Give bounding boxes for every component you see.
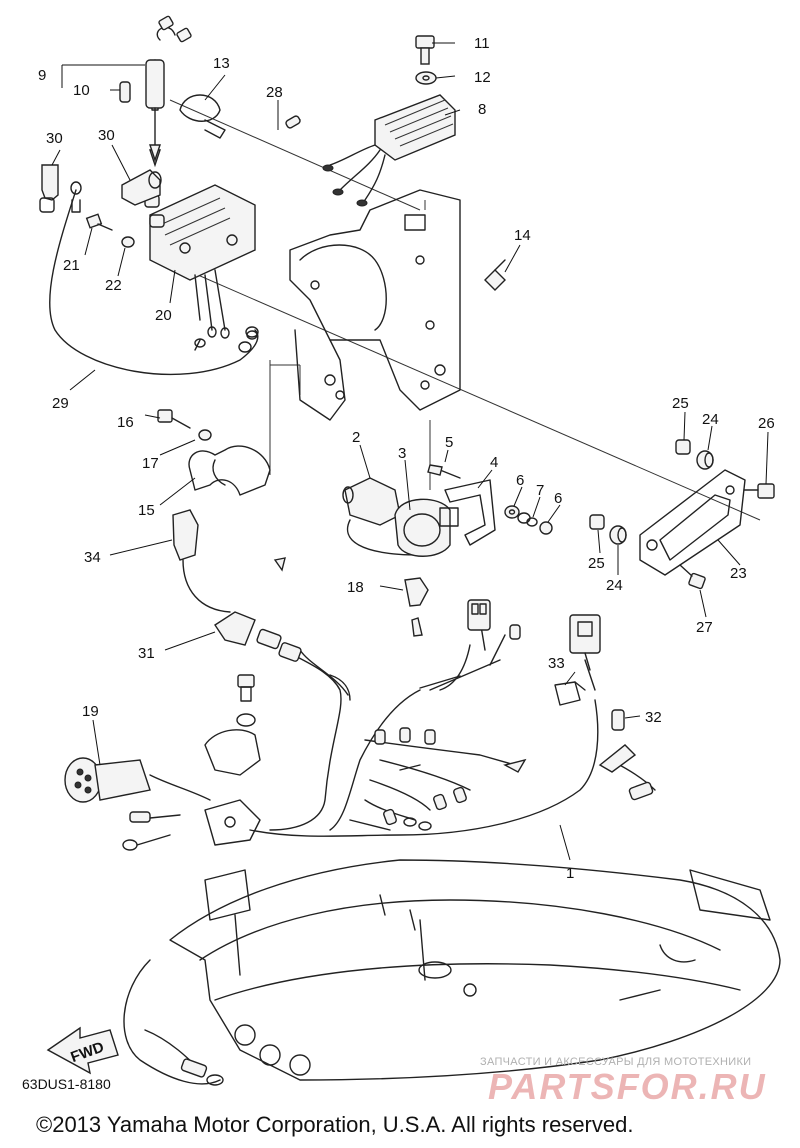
callout-6-upper: 6 bbox=[516, 472, 524, 489]
exploded-parts-diagram: FWD bbox=[38, 15, 781, 1086]
cap-34 bbox=[172, 509, 231, 613]
callout-28: 28 bbox=[266, 84, 283, 101]
lead-wire-29 bbox=[49, 181, 259, 376]
bolt-21 bbox=[85, 213, 113, 231]
bolt-27 bbox=[679, 564, 706, 590]
callout-33: 33 bbox=[548, 655, 565, 672]
callout-23: 23 bbox=[730, 565, 747, 582]
callout-34: 34 bbox=[84, 549, 101, 566]
callout-numbers: 11 12 8 9 10 13 28 30 30 21 22 20 29 14 … bbox=[38, 35, 775, 882]
callout-30-right: 30 bbox=[98, 127, 115, 144]
callout-4: 4 bbox=[490, 454, 498, 471]
callout-24-upper: 24 bbox=[702, 411, 719, 428]
callout-5: 5 bbox=[445, 434, 453, 451]
callout-17: 17 bbox=[142, 455, 159, 472]
cap-30-left bbox=[39, 164, 59, 213]
washer-22 bbox=[121, 236, 135, 248]
wire-harness-1 bbox=[249, 619, 656, 837]
diagram-code: 63DUS1-8180 bbox=[22, 1076, 111, 1092]
callout-1: 1 bbox=[566, 865, 574, 882]
connector-assembly-9 bbox=[119, 15, 192, 168]
cap-32 bbox=[611, 709, 625, 731]
grommet-24-upper bbox=[696, 450, 714, 470]
screw-14 bbox=[484, 259, 506, 291]
callout-13: 13 bbox=[213, 55, 230, 72]
terminals bbox=[122, 144, 654, 851]
callout-9: 9 bbox=[38, 67, 46, 84]
reference-lines bbox=[169, 99, 761, 521]
main-plug-19 bbox=[64, 757, 211, 803]
cap-30-right bbox=[121, 169, 162, 206]
screw-5 bbox=[427, 464, 461, 479]
watermark-site: PARTSFOR.RU bbox=[488, 1066, 767, 1107]
callout-8: 8 bbox=[478, 101, 486, 118]
callout-25-upper: 25 bbox=[672, 395, 689, 412]
callout-24-lower: 24 bbox=[606, 577, 623, 594]
callout-7: 7 bbox=[536, 482, 544, 499]
bottom-cowling bbox=[123, 859, 781, 1086]
clamp-15 bbox=[188, 445, 271, 496]
cdi-unit-20 bbox=[144, 184, 258, 353]
bolt-16 bbox=[157, 409, 191, 429]
bracket-23 bbox=[639, 469, 746, 576]
switch-bracket bbox=[204, 674, 261, 846]
harness-connector-a bbox=[467, 599, 491, 631]
callout-16: 16 bbox=[117, 414, 134, 431]
mounting-plate bbox=[289, 189, 461, 421]
callout-21: 21 bbox=[63, 257, 80, 274]
callout-15: 15 bbox=[138, 502, 155, 519]
grommet-24-lower bbox=[609, 525, 627, 545]
callout-3: 3 bbox=[398, 445, 406, 462]
washer-6b bbox=[517, 512, 531, 524]
washer-12 bbox=[415, 71, 437, 85]
switch-3 bbox=[394, 498, 459, 557]
callout-26: 26 bbox=[758, 415, 775, 432]
callout-29: 29 bbox=[52, 395, 69, 412]
connector-31 bbox=[214, 611, 256, 646]
callout-12: 12 bbox=[474, 69, 491, 86]
leader-lines bbox=[51, 42, 769, 861]
copyright-notice: ©2013 Yamaha Motor Corporation, U.S.A. A… bbox=[36, 1112, 634, 1137]
callout-31: 31 bbox=[138, 645, 155, 662]
callout-6-lower: 6 bbox=[554, 490, 562, 507]
callout-32: 32 bbox=[645, 709, 662, 726]
nut-6-lower bbox=[539, 521, 553, 535]
lead-28 bbox=[285, 115, 301, 129]
callout-19: 19 bbox=[82, 703, 99, 720]
rectifier-regulator-8 bbox=[322, 94, 456, 207]
callout-14: 14 bbox=[514, 227, 531, 244]
callout-20: 20 bbox=[155, 307, 172, 324]
bolt-26 bbox=[743, 483, 775, 499]
callout-30-left: 30 bbox=[46, 130, 63, 147]
callout-10: 10 bbox=[73, 82, 90, 99]
callout-11: 11 bbox=[474, 35, 490, 52]
callout-27: 27 bbox=[696, 619, 713, 636]
harness-connector-c bbox=[256, 628, 302, 662]
harness-connector-b bbox=[569, 614, 601, 671]
watermark-tagline: ЗАПЧАСТИ И АКСЕССУАРЫ ДЛЯ МОТОТЕХНИКИ bbox=[480, 1056, 752, 1068]
collar-25-lower bbox=[589, 514, 605, 530]
callout-2: 2 bbox=[352, 429, 360, 446]
nut-6-upper bbox=[504, 505, 520, 519]
collar-25-upper bbox=[675, 439, 691, 455]
washer-17 bbox=[198, 429, 212, 441]
callout-22: 22 bbox=[105, 277, 122, 294]
clamp-13 bbox=[179, 94, 226, 139]
bracket-4 bbox=[444, 479, 496, 546]
bolt-11 bbox=[415, 35, 435, 65]
callout-25-lower: 25 bbox=[588, 555, 605, 572]
clip-33 bbox=[554, 681, 586, 706]
fwd-arrow: FWD bbox=[46, 1026, 119, 1075]
callout-18: 18 bbox=[347, 579, 364, 596]
cap-18 bbox=[404, 577, 429, 607]
